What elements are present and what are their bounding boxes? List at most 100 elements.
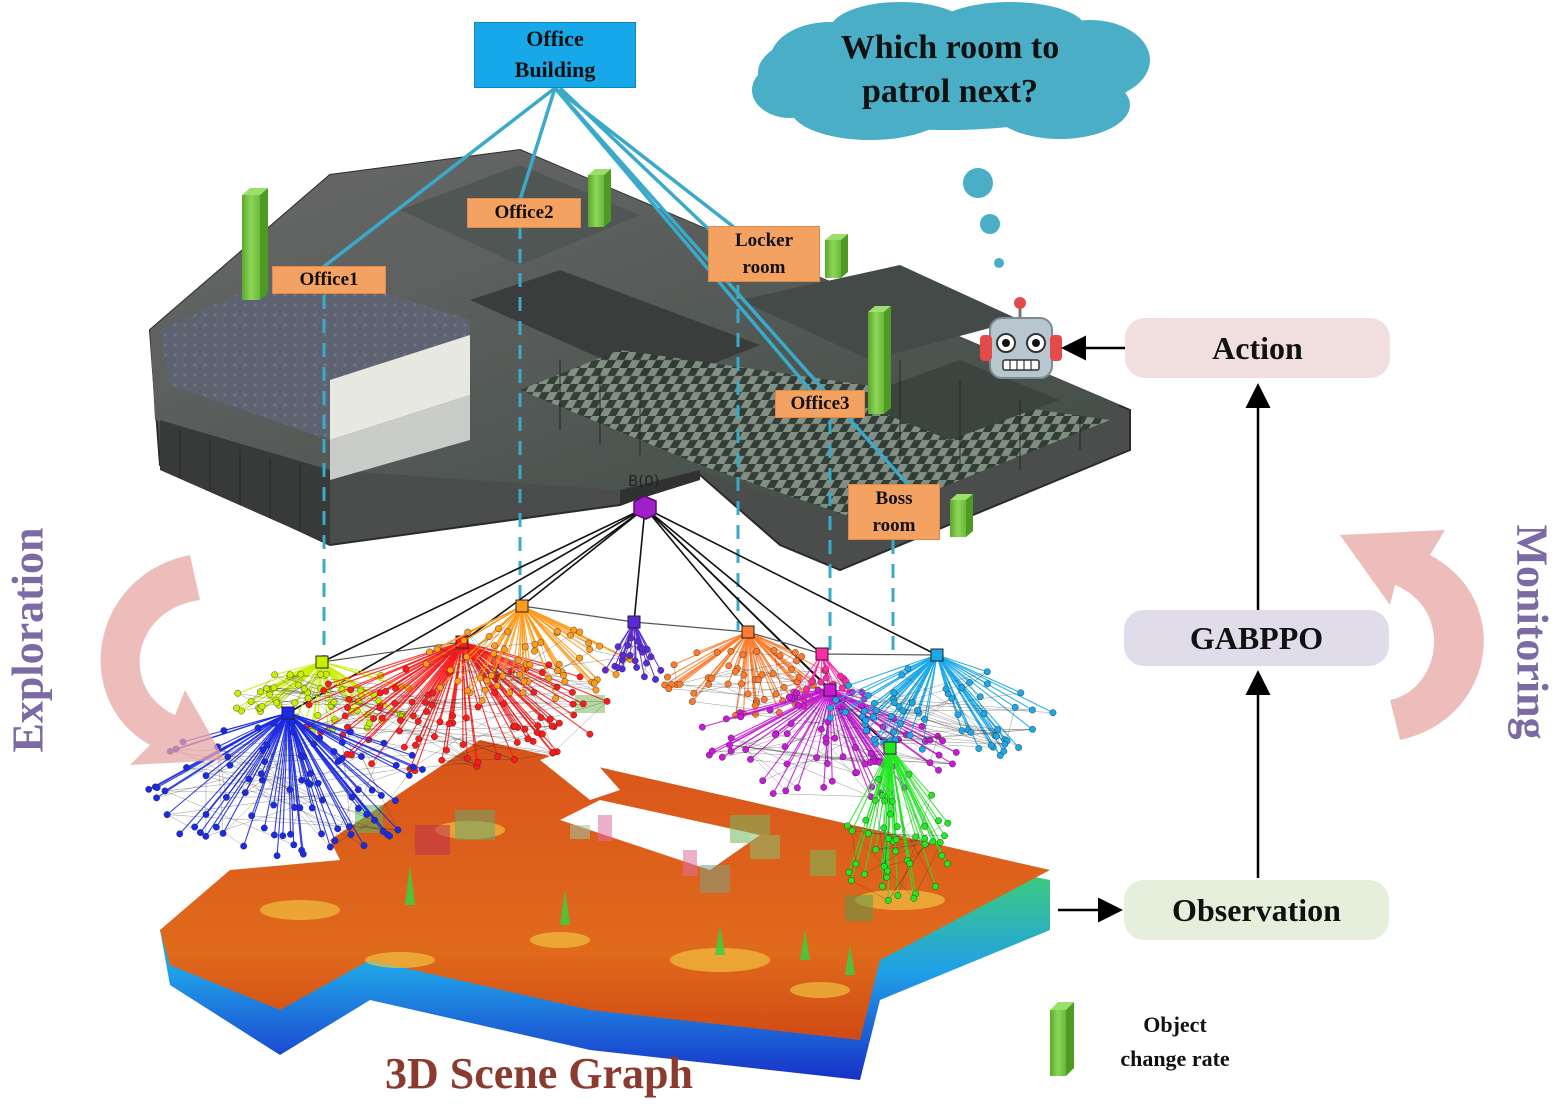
object-node — [596, 642, 604, 650]
object-node — [742, 745, 750, 753]
object-link — [409, 692, 534, 769]
object-node — [904, 665, 912, 673]
object-node — [614, 643, 622, 651]
object-link — [438, 647, 524, 694]
object-link — [739, 712, 907, 736]
object-edge — [889, 747, 937, 887]
object-node — [555, 660, 563, 668]
object-node — [579, 700, 587, 708]
object-node — [270, 684, 278, 692]
object-node — [975, 745, 983, 752]
object-link — [969, 682, 1005, 752]
object-edge — [848, 654, 938, 686]
object-edge — [936, 654, 988, 685]
object-node — [202, 772, 210, 780]
object-node — [436, 718, 444, 726]
object-node — [878, 882, 886, 890]
office-building-label: Office Building — [474, 22, 636, 88]
object-node — [631, 657, 639, 665]
object-edge — [747, 631, 797, 662]
object-node — [769, 670, 777, 678]
object-link — [216, 826, 244, 847]
object-link — [405, 668, 468, 759]
object-node — [798, 653, 806, 660]
object-link — [495, 678, 574, 716]
object-link — [913, 835, 945, 899]
object-node — [1001, 740, 1009, 748]
object-node — [929, 838, 937, 846]
building-tree-edges — [320, 86, 912, 489]
object-link — [825, 670, 843, 689]
object-node — [287, 830, 294, 838]
room-label-boss-room: Boss room — [848, 484, 940, 540]
object-link — [348, 699, 515, 760]
object-link — [290, 674, 402, 688]
change-rate-bar-icon — [868, 306, 891, 414]
object-node — [433, 645, 441, 653]
object-node — [586, 730, 594, 738]
object-node — [870, 699, 878, 707]
object-node — [519, 689, 527, 697]
object-edge — [911, 654, 938, 704]
object-node — [549, 748, 557, 756]
object-node — [553, 683, 561, 691]
object-node — [725, 662, 733, 670]
object-link — [426, 663, 597, 691]
object-node — [446, 666, 454, 674]
object-edge — [863, 747, 891, 875]
object-edge — [889, 747, 917, 838]
room-label-text: Office2 — [494, 202, 554, 223]
object-node — [419, 766, 426, 773]
object-node — [737, 680, 745, 688]
object-node — [263, 685, 270, 692]
object-node — [942, 685, 950, 693]
object-link — [205, 775, 300, 809]
object-edge — [287, 712, 304, 855]
object-node — [918, 745, 926, 753]
object-edge — [708, 631, 749, 685]
object-edge — [830, 654, 938, 709]
room-edge — [747, 631, 823, 655]
object-node — [576, 628, 584, 636]
object-edge — [889, 747, 898, 827]
object-edge — [887, 747, 891, 839]
object-node — [454, 677, 462, 685]
object-link — [745, 749, 798, 789]
object-edge — [747, 631, 784, 702]
object-node — [739, 651, 747, 659]
object-node — [491, 689, 499, 697]
object-edge — [740, 689, 831, 718]
object-node — [626, 652, 634, 659]
object-node — [298, 776, 306, 784]
object-link — [227, 755, 302, 758]
object-node — [524, 735, 532, 743]
object-edge — [786, 689, 831, 765]
object-node — [845, 868, 853, 876]
object-link — [485, 682, 595, 691]
object-node — [219, 829, 227, 837]
object-node — [952, 749, 960, 756]
object-link — [895, 822, 948, 852]
object-node — [553, 628, 561, 635]
object-node — [355, 805, 362, 812]
object-node — [391, 699, 399, 707]
object-node — [958, 684, 966, 692]
object-edge — [467, 605, 523, 633]
object-node — [392, 761, 400, 769]
object-link — [552, 701, 608, 754]
object-link — [259, 673, 327, 709]
object-node — [944, 819, 952, 827]
object-edge — [936, 654, 1054, 714]
thought-line2: patrol next? — [862, 73, 1038, 110]
object-link — [874, 703, 1005, 745]
object-node — [429, 689, 437, 697]
root-edge — [521, 507, 646, 607]
object-node — [334, 825, 342, 833]
object-node — [570, 711, 578, 719]
object-node — [240, 842, 248, 850]
object-edge — [614, 621, 635, 667]
object-node — [688, 698, 696, 705]
object-node — [426, 648, 433, 656]
object-node — [872, 707, 880, 714]
object-node — [304, 779, 312, 786]
